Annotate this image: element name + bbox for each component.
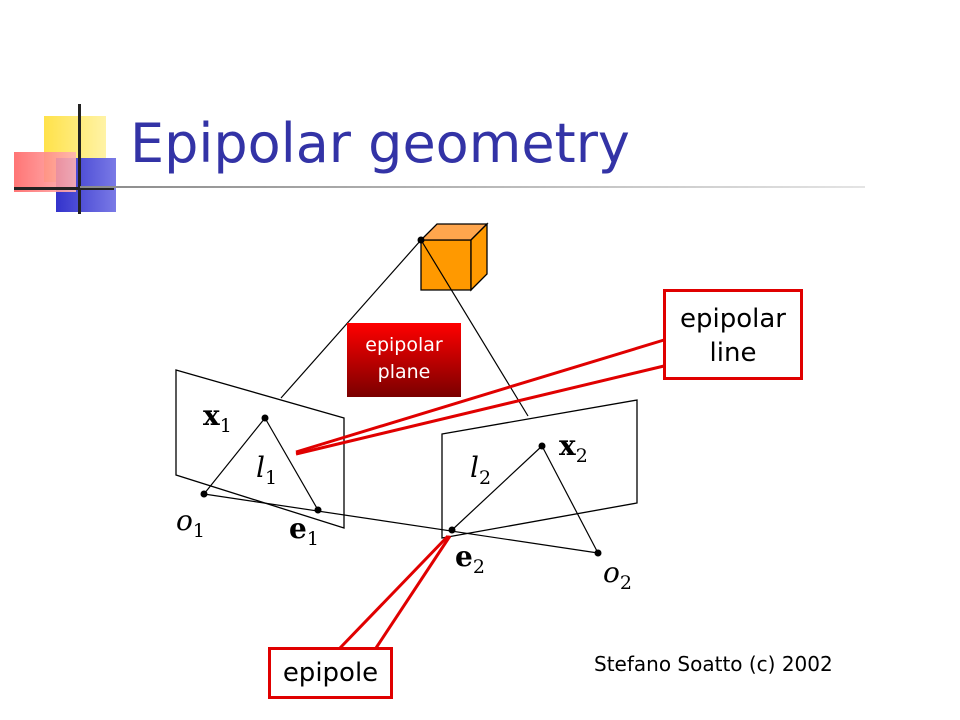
epipolar-line-l2 bbox=[451, 445, 543, 531]
cube-object bbox=[419, 222, 489, 292]
title-rule bbox=[80, 186, 865, 188]
label-o2: o2 bbox=[603, 556, 632, 594]
image-plane-2 bbox=[441, 399, 638, 539]
point-x1 bbox=[261, 414, 269, 422]
epipolar-line-l1 bbox=[264, 417, 319, 511]
label-l2: l2 bbox=[470, 451, 491, 489]
callout-pointer-epipole-b bbox=[374, 535, 452, 649]
point-o2 bbox=[594, 549, 602, 557]
point-e1 bbox=[314, 506, 322, 514]
label-e1: e1 bbox=[289, 512, 319, 550]
ray-x2-o2 bbox=[541, 445, 599, 554]
label-l1: l1 bbox=[256, 451, 277, 489]
callout-line-text-1: epipolar bbox=[680, 304, 786, 334]
ray-left-upper bbox=[280, 239, 422, 399]
callout-pointer-epipole-a bbox=[338, 534, 450, 650]
ray-o1-x1 bbox=[203, 417, 266, 495]
point-e2 bbox=[448, 526, 456, 534]
epipolar-plane-label: epipolar plane bbox=[347, 323, 461, 397]
slide-title: Epipolar geometry bbox=[130, 112, 630, 175]
decor-vertical-line bbox=[78, 104, 81, 214]
label-x1: x1 bbox=[203, 399, 232, 437]
callout-line-text-2: line bbox=[709, 338, 757, 368]
decor-red-square bbox=[14, 152, 76, 192]
credit-text: Stefano Soatto (c) 2002 bbox=[594, 652, 833, 676]
baseline bbox=[203, 493, 599, 554]
image-plane-1 bbox=[175, 369, 345, 529]
plane-label-line-2: plane bbox=[377, 361, 431, 383]
epipole-callout: epipole bbox=[268, 647, 393, 699]
point-x2 bbox=[538, 442, 546, 450]
label-e2: e2 bbox=[455, 540, 485, 578]
callout-pointer-line-b bbox=[295, 364, 665, 456]
epipolar-line-callout: epipolar line bbox=[663, 289, 803, 380]
plane-label-line-1: epipolar bbox=[365, 334, 443, 356]
point-o1 bbox=[200, 490, 208, 498]
callout-pointer-line-a bbox=[295, 338, 665, 454]
world-point bbox=[417, 236, 425, 244]
decor-horizontal-line bbox=[14, 187, 114, 190]
label-x2: x2 bbox=[559, 429, 588, 467]
label-o1: o1 bbox=[176, 504, 205, 542]
